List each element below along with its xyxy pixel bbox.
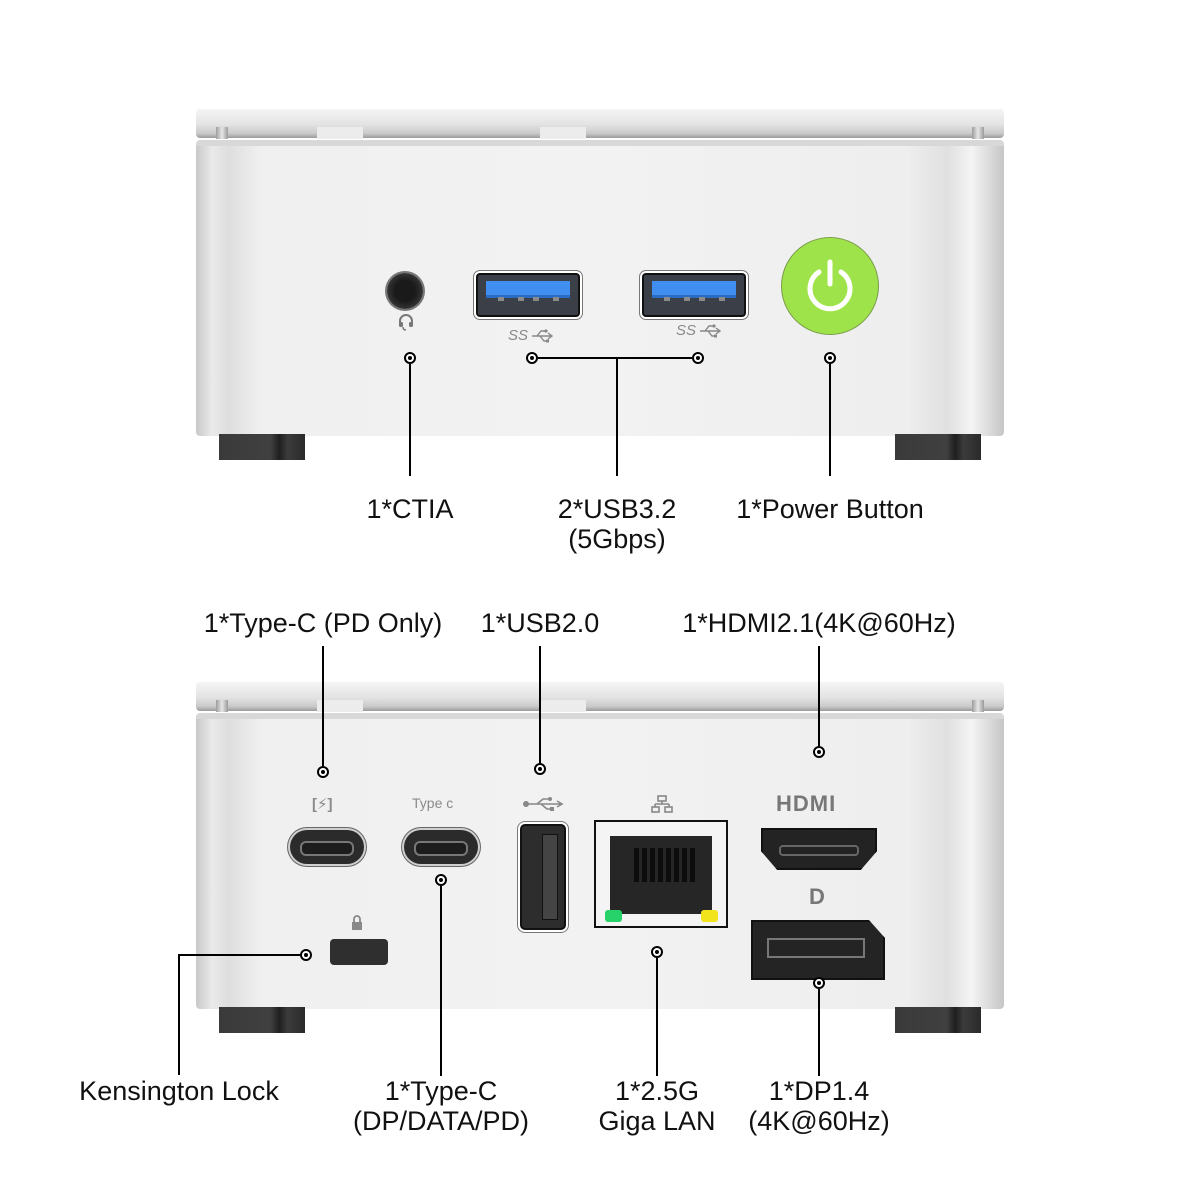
label-ctia: 1*CTIA <box>366 494 454 524</box>
callout-marker <box>651 946 663 958</box>
usb3-port[interactable] <box>476 273 580 317</box>
callout-marker <box>692 352 704 364</box>
label-typec-dp: 1*Type-C (DP/DATA/PD) <box>352 1076 530 1136</box>
lid-tab <box>540 127 586 139</box>
lid-post <box>216 127 228 139</box>
typec-pd-port[interactable] <box>290 830 364 864</box>
callout-line <box>829 364 831 476</box>
callout-line <box>818 989 820 1076</box>
link-led <box>605 910 622 922</box>
callout-line <box>322 646 324 766</box>
callout-line <box>440 886 442 1076</box>
power-icon <box>807 259 853 312</box>
callout-marker <box>526 352 538 364</box>
typec-dp-port[interactable] <box>404 830 478 864</box>
callout-marker <box>404 352 416 364</box>
callout-marker <box>300 949 312 961</box>
rubber-foot <box>895 1007 981 1033</box>
callout-marker <box>534 763 546 775</box>
label-kensington: Kensington Lock <box>79 1076 279 1106</box>
label-power-button: 1*Power Button <box>736 494 924 524</box>
label-hdmi: 1*HDMI2.1(4K@60Hz) <box>682 608 956 638</box>
kensington-slot[interactable] <box>330 939 388 965</box>
usb3-port[interactable] <box>642 273 746 317</box>
label-lan: 1*2.5G Giga LAN <box>598 1076 716 1136</box>
callout-line <box>538 357 692 359</box>
hdmi-port[interactable] <box>761 828 877 870</box>
rubber-foot <box>219 434 305 460</box>
callout-line <box>539 646 541 764</box>
label-usb32: 2*USB3.2 (5Gbps) <box>557 494 677 554</box>
usb-icon <box>523 797 564 811</box>
label-usb20: 1*USB2.0 <box>480 608 600 638</box>
lid-post <box>216 700 228 712</box>
displayport-port[interactable] <box>751 920 885 980</box>
lid-post <box>972 127 984 139</box>
typec-silkscreen: Type c <box>412 795 454 811</box>
callout-line <box>656 958 658 1076</box>
callout-marker <box>435 874 447 886</box>
callout-line <box>178 954 300 956</box>
callout-line <box>818 646 820 746</box>
lock-icon <box>352 915 362 930</box>
lid-tab <box>540 700 586 712</box>
lid-tab <box>317 700 363 712</box>
superspeed-usb-icon: SS <box>676 322 722 340</box>
usb2-port[interactable] <box>520 824 566 930</box>
callout-marker <box>317 766 329 778</box>
label-dp: 1*DP1.4 (4K@60Hz) <box>748 1076 890 1136</box>
hdmi-logo: HDMI <box>776 791 837 816</box>
ethernet-port[interactable] <box>594 820 728 928</box>
label-typec-pd: 1*Type-C (PD Only) <box>203 608 443 638</box>
lid-post <box>972 700 984 712</box>
callout-line <box>409 364 411 476</box>
callout-line <box>178 955 180 1075</box>
callout-marker <box>824 352 836 364</box>
superspeed-usb-icon: SS <box>508 327 554 345</box>
lid-tab <box>317 127 363 139</box>
callout-line <box>616 358 618 476</box>
headset-icon <box>399 314 413 331</box>
front-device: SS SS <box>0 0 1200 476</box>
audio-jack[interactable] <box>387 273 423 309</box>
network-icon <box>651 795 673 813</box>
activity-led <box>701 910 718 922</box>
charging-icon: [⚡] <box>312 796 333 813</box>
callout-marker <box>813 977 825 989</box>
rubber-foot <box>895 434 981 460</box>
displayport-logo: D <box>809 884 826 909</box>
callout-marker <box>813 746 825 758</box>
rubber-foot <box>219 1007 305 1033</box>
power-button[interactable] <box>782 238 878 334</box>
